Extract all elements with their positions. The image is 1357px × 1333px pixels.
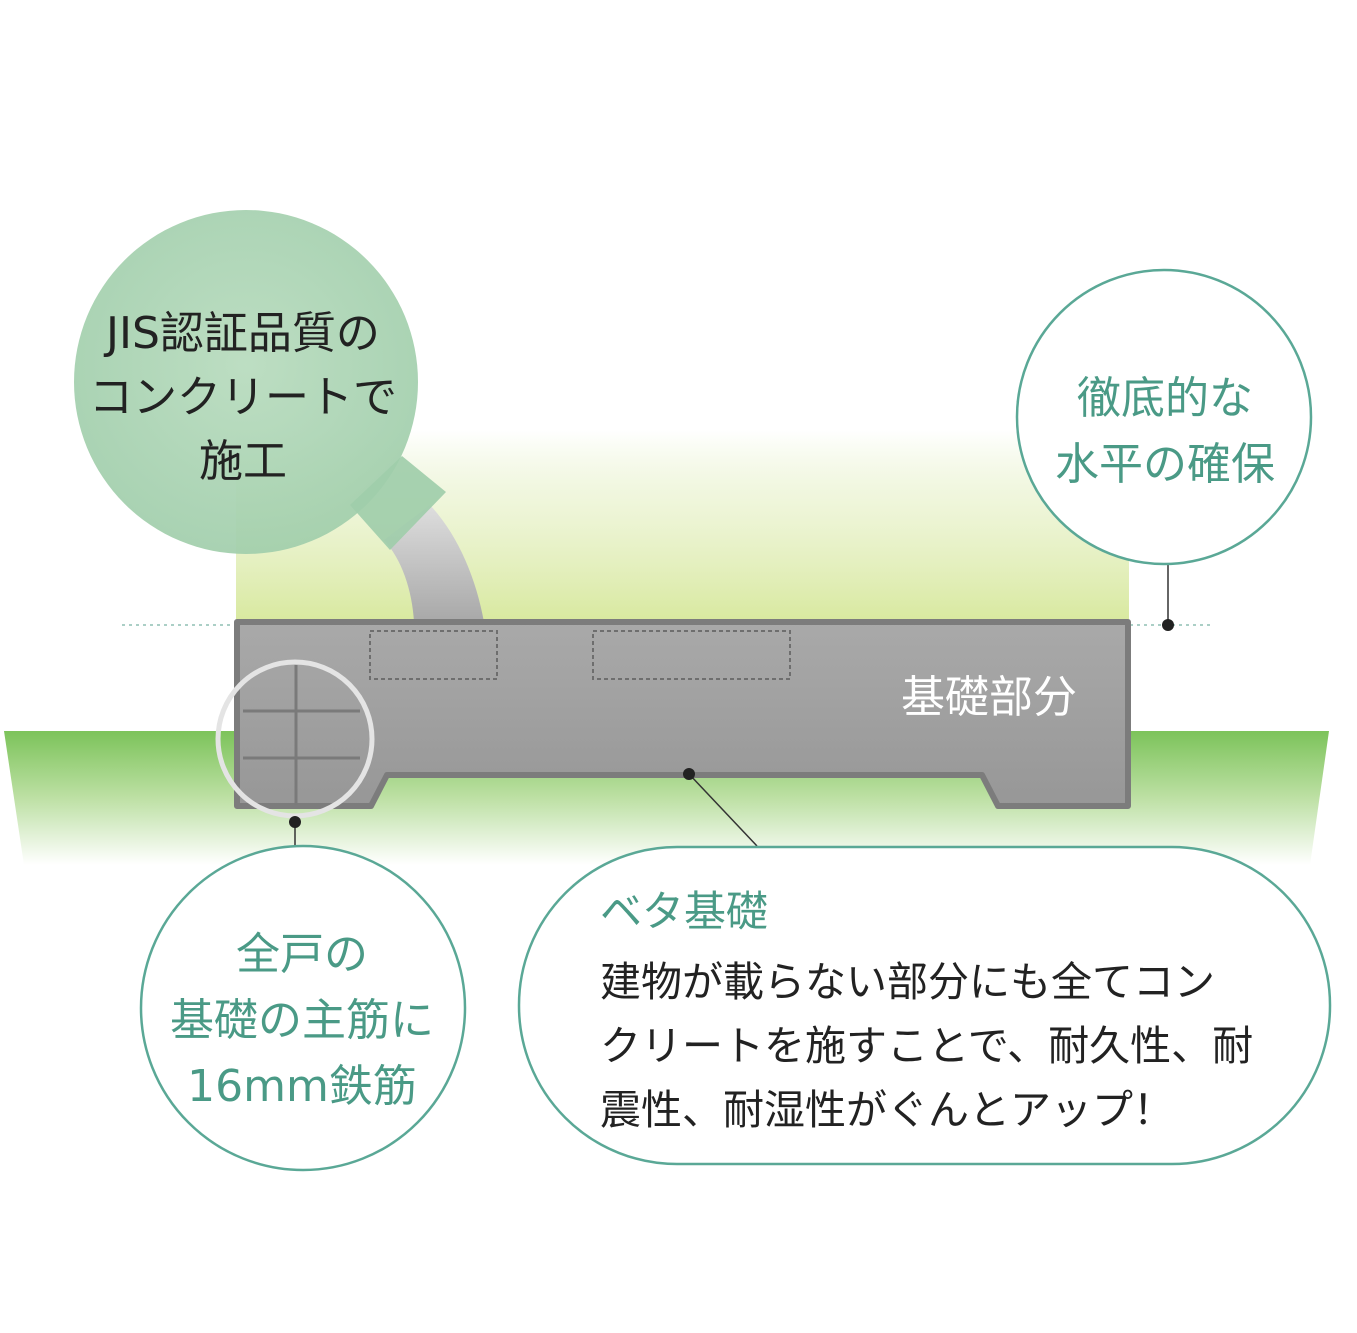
rebar-line-3: 16mm鉄筋 <box>187 1061 417 1112</box>
jis-bubble <box>74 210 446 554</box>
beta-callout-title: ベタ基礎 <box>600 887 769 936</box>
beta-line-3: 震性、耐湿性がぐんとアップ！ <box>600 1086 1174 1134</box>
beta-leader <box>688 773 758 847</box>
beta-callout-pill <box>517 845 1332 1166</box>
rebar-line-2: 基礎の主筋に <box>170 995 434 1046</box>
pipe-shape <box>384 505 484 622</box>
rebar-leader-dot <box>289 816 301 828</box>
beta-leader-dot <box>683 768 695 780</box>
jis-line-2: コンクリートで <box>89 372 397 423</box>
rebar-grid <box>243 665 360 805</box>
level-line-1: 徹底的な <box>1077 373 1253 424</box>
beta-callout-body: 建物が載らない部分にも全てコン クリートを施すことで、耐久性、耐 震性、耐湿性が… <box>600 950 1290 1142</box>
beta-line-2: クリートを施すことで、耐久性、耐 <box>600 1022 1254 1070</box>
dashed-box-2 <box>592 630 791 680</box>
jis-line-1: JIS認証品質の <box>106 308 380 359</box>
rebar-line-1: 全戸の <box>236 929 368 980</box>
rebar-callout-text: 全戸の 基礎の主筋に 16mm鉄筋 <box>152 922 452 1120</box>
jis-line-3: 施工 <box>199 436 287 487</box>
level-callout-text: 徹底的な 水平の確保 <box>1020 366 1310 498</box>
level-leader-dot <box>1162 619 1174 631</box>
level-callout-circle <box>1015 268 1313 566</box>
rebar-callout-circle <box>139 844 467 1172</box>
jis-callout-text: JIS認証品質の コンクリートで 施工 <box>78 302 408 494</box>
foundation-label: 基礎部分 <box>901 672 1077 723</box>
dashed-box-1 <box>369 630 498 680</box>
beta-line-1: 建物が載らない部分にも全てコン <box>600 958 1215 1006</box>
level-line-2: 水平の確保 <box>1055 439 1275 490</box>
foundation-block <box>234 619 1131 809</box>
